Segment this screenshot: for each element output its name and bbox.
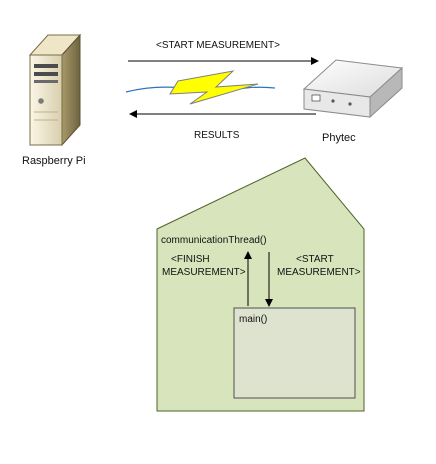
- phytec-label: Phytec: [322, 132, 356, 144]
- communication-thread-label: communicationThread(): [161, 235, 267, 246]
- start-measurement-inner-label-line1: <START: [296, 254, 334, 265]
- start-measurement-label: <START MEASUREMENT>: [156, 40, 280, 51]
- wireless-link-icon: [125, 70, 276, 105]
- start-measurement-inner-label-line2: MEASUREMENT>: [277, 267, 361, 278]
- finish-measurement-label-line1: <FINISH: [171, 254, 210, 265]
- raspberry-pi-label: Raspberry Pi: [22, 155, 86, 167]
- results-label: RESULTS: [194, 130, 240, 141]
- finish-measurement-label-line2: MEASUREMENT>: [162, 267, 246, 278]
- device-icon: [302, 59, 404, 119]
- main-label: main(): [239, 314, 267, 325]
- server-icon: [28, 33, 82, 147]
- main-box: [233, 307, 356, 399]
